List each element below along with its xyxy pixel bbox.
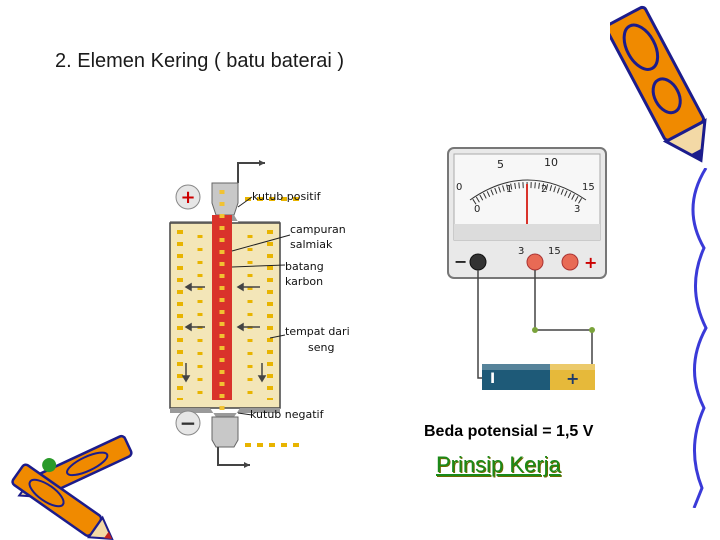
scale-5: 5	[497, 158, 504, 171]
scale-bottom-0: 0	[474, 204, 480, 215]
label-mixture-2: salmiak	[290, 238, 333, 251]
scale-mid-15: 15	[582, 182, 595, 193]
dry-cell-diagram: + − kutub positif campuran salmiak batan…	[169, 160, 350, 468]
scale-10: 10	[544, 156, 558, 169]
wavy-border-line	[691, 168, 708, 508]
scale-mid-0: 0	[456, 182, 462, 193]
slide-title: 2. Elemen Kering ( batu baterai )	[55, 50, 345, 72]
battery-minus: I	[490, 371, 495, 387]
label-positive-pole: kutub positif	[252, 190, 322, 203]
plus-sign: +	[180, 187, 195, 208]
terminal-minus-sign: −	[454, 252, 467, 271]
label-zinc-2: seng	[308, 341, 334, 354]
scale-mid-1: 1	[506, 184, 512, 195]
potential-difference-caption: Beda potensial = 1,5 V	[424, 423, 594, 440]
working-principle-link[interactable]: Prinsip Kerja	[436, 452, 561, 477]
label-rod-1: batang	[285, 260, 324, 273]
terminal-3-label: 3	[518, 246, 524, 257]
label-mixture-1: campuran	[290, 223, 346, 236]
label-negative-pole: kutub negatif	[250, 408, 325, 421]
pencil-icon-top	[610, 5, 707, 163]
battery-plus: +	[566, 369, 579, 388]
pencils-icon-bottom	[11, 434, 133, 540]
scale-bottom-3: 3	[574, 204, 580, 215]
terminal-15-label: 15	[548, 246, 561, 257]
minus-sign: −	[180, 411, 197, 435]
label-zinc-1: tempat dari	[285, 325, 350, 338]
voltmeter-circuit: 5 10 0 1 2 15 0 3 − 3 15 + I +	[447, 147, 607, 390]
label-rod-2: karbon	[285, 275, 323, 288]
terminal-plus-sign: +	[584, 253, 597, 272]
scale-mid-2: 2	[541, 184, 547, 195]
